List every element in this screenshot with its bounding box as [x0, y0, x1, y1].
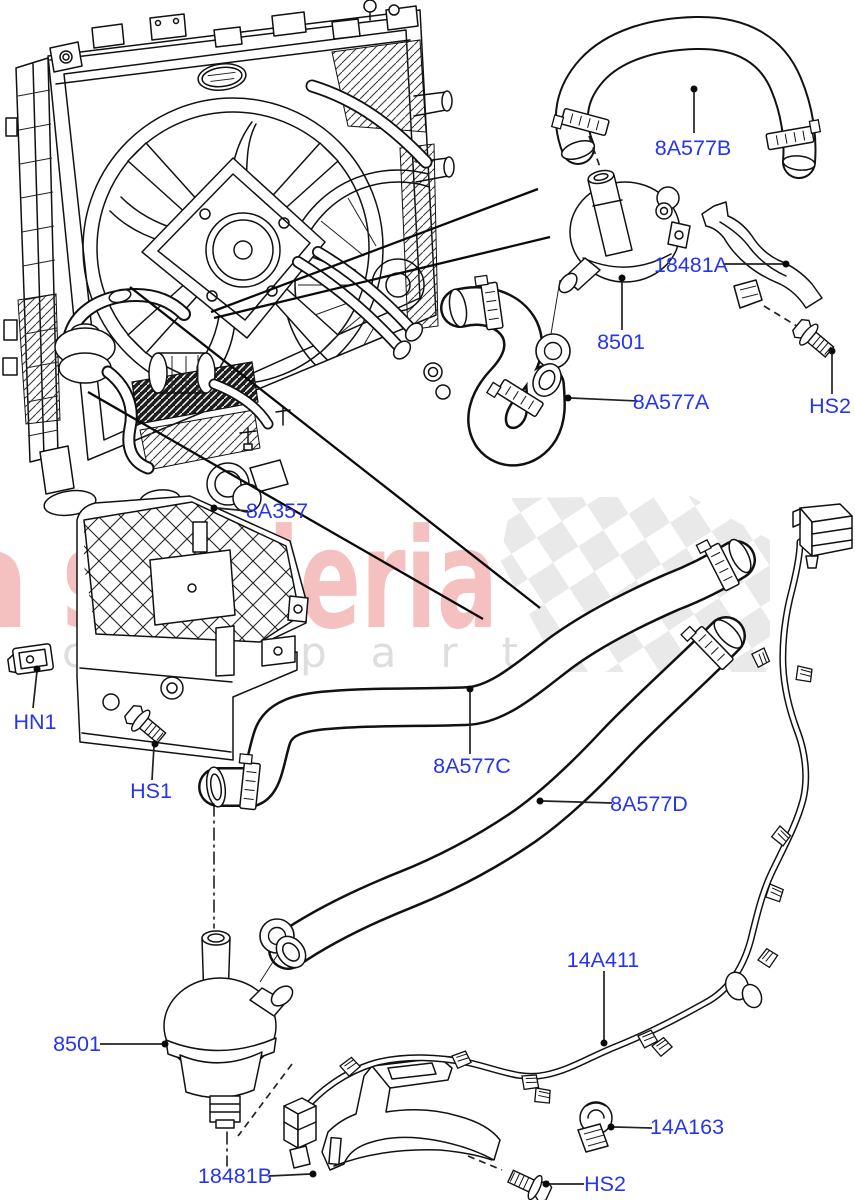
part-label-18481a[interactable]: 18481A [654, 253, 729, 277]
harness-connector-lower [283, 1097, 317, 1169]
radiator-ports [413, 90, 455, 400]
clip-hn1 [7, 643, 54, 675]
watermark-brand-partial: a [0, 499, 31, 660]
installed-pump [54, 288, 274, 475]
radiator-assembly [2, 0, 455, 517]
part-label-8a577d[interactable]: 8A577D [610, 792, 688, 816]
part-label-14a163[interactable]: 14A163 [650, 1115, 724, 1139]
shield-8a357 [76, 495, 309, 761]
part-label-8501-upper[interactable]: 8501 [597, 330, 645, 354]
clip-14a163 [577, 1101, 613, 1153]
hose-8a577d [259, 616, 746, 983]
part-label-8a577b[interactable]: 8A577B [655, 136, 732, 160]
part-label-8a577a[interactable]: 8A577A [633, 390, 710, 414]
bolt-hs2-lower [467, 1155, 555, 1200]
bracket-18481a [701, 201, 823, 309]
aux-pump-upper [549, 169, 691, 341]
cooling-fan [82, 97, 436, 401]
part-label-8501-lower[interactable]: 8501 [53, 1032, 101, 1056]
label-leaders [32, 85, 836, 1188]
part-label-hn1[interactable]: HN1 [13, 710, 56, 734]
hose-ring-tab-icon [535, 333, 571, 369]
harness-connector-upper [792, 503, 853, 569]
part-labels: 8A577B 18481A 8501 8A577A HS2 8A357 HN1 … [13, 136, 850, 1196]
radiator-top-brackets [91, 0, 419, 91]
part-label-8a577c[interactable]: 8A577C [433, 754, 511, 778]
bracket-18481b [321, 1057, 501, 1171]
projection-lines [87, 187, 551, 620]
hose-8a577c [198, 534, 756, 929]
land-rover-logo-icon [197, 63, 247, 91]
part-label-hs1[interactable]: HS1 [130, 779, 172, 803]
part-label-hs2-lower[interactable]: HS2 [584, 1172, 626, 1196]
part-label-8a357[interactable]: 8A357 [246, 499, 308, 523]
bolt-hs2-upper [763, 305, 839, 363]
part-label-hs2-upper[interactable]: HS2 [809, 394, 851, 418]
aux-pump-lower [163, 930, 294, 1167]
part-label-14a411[interactable]: 14A411 [567, 948, 640, 972]
part-label-18481b[interactable]: 18481B [198, 1164, 272, 1188]
bolt-hs1 [120, 700, 171, 781]
hose-8a577a [440, 273, 571, 467]
harness-14a411 [283, 503, 853, 1169]
hose-8a577b [550, 15, 823, 179]
